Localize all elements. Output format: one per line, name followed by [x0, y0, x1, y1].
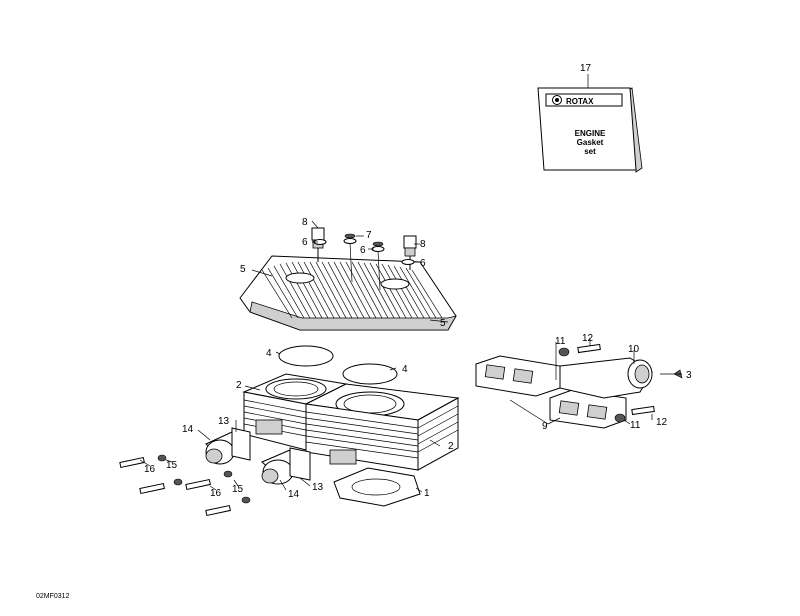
base-gasket: [333, 467, 421, 507]
exhaust-fasteners: [558, 343, 655, 423]
leader-lines: [139, 74, 682, 493]
callout-13-upper: 13: [218, 416, 230, 427]
spark-plug-right: [403, 235, 417, 270]
callout-5-right: 5: [440, 318, 446, 329]
callout-17: 17: [580, 63, 592, 74]
cylinder-right: [304, 383, 460, 471]
callout-2-left: 2: [236, 380, 242, 391]
intake-flange-upper: [205, 427, 251, 465]
callout-3: 3: [686, 370, 692, 381]
head-gaskets: [278, 345, 398, 385]
callout-16-lower: 16: [210, 488, 222, 499]
callout-16-upper: 16: [144, 464, 156, 475]
callout-15-lower: 15: [232, 484, 244, 495]
callout-9: 9: [542, 421, 548, 432]
callout-12-lower: 12: [656, 417, 668, 428]
callout-2-right: 2: [448, 441, 454, 452]
kit-brand: ROTAX: [566, 97, 594, 106]
rotax-logo-icon: [552, 95, 562, 105]
callout-4-left: 4: [266, 348, 272, 359]
callout-7: 7: [366, 230, 372, 241]
callout-6-right: 6: [420, 258, 426, 269]
callout-12-upper: 12: [582, 333, 594, 344]
callout-14-upper: 14: [182, 424, 194, 435]
kit-line-2: Gasket: [577, 138, 604, 147]
callout-labels: 17 8 7 6 6 8 6 5 5 4 4 2 2 1 13 14 13 14…: [144, 63, 692, 500]
callout-13-lower: 13: [312, 482, 324, 493]
callout-11-lower: 11: [630, 420, 641, 431]
intake-flange-lower: [261, 447, 311, 485]
callout-14-lower: 14: [288, 489, 300, 500]
callout-6-left: 6: [302, 237, 308, 248]
callout-5-left: 5: [240, 264, 246, 275]
spark-plug-left: [311, 227, 325, 262]
kit-line-3: set: [584, 147, 596, 156]
callout-10: 10: [628, 344, 640, 355]
exhaust-manifold: [475, 355, 683, 429]
bolts-and-washers: [119, 454, 251, 517]
gasket-set-package: ROTAX ENGINE Gasket set: [537, 87, 643, 173]
callout-8-left: 8: [302, 217, 308, 228]
callout-11-upper: 11: [555, 336, 566, 347]
cylinder-left: [242, 373, 348, 451]
callout-1: 1: [424, 488, 430, 499]
callout-4-right: 4: [402, 364, 408, 375]
callout-6-mid: 6: [360, 245, 366, 256]
callout-8-right: 8: [420, 239, 426, 250]
callout-15-upper: 15: [166, 460, 178, 471]
kit-line-1: ENGINE: [575, 129, 606, 138]
figure-reference: 02MF0312: [36, 593, 70, 600]
cylinder-head: [239, 255, 457, 331]
